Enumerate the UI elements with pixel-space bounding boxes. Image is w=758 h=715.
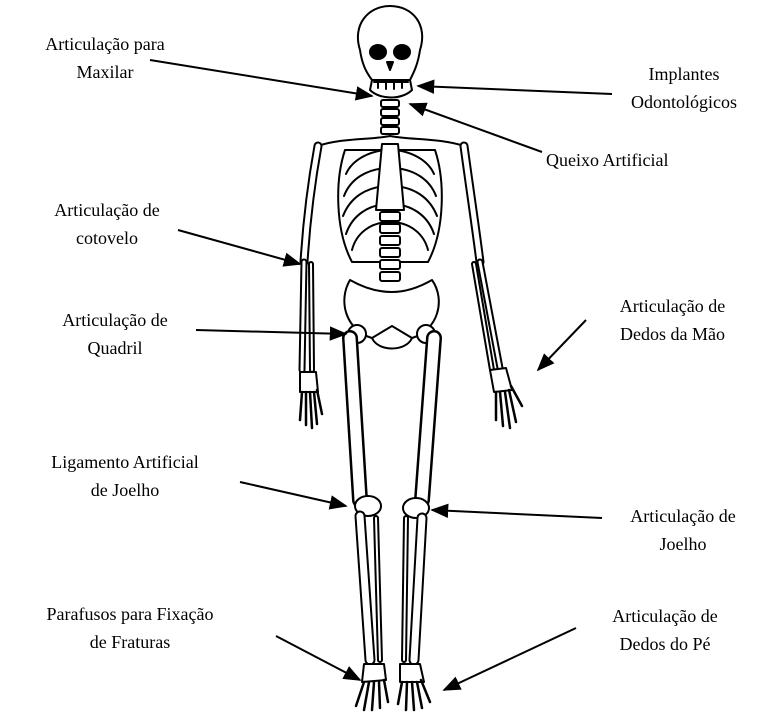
arrow-cotovelo bbox=[178, 230, 300, 264]
label-articulacao-cotovelo: Articulação de cotovelo bbox=[22, 196, 192, 252]
label-line: Articulação de bbox=[40, 306, 190, 334]
arrow-quadril bbox=[196, 330, 346, 334]
label-line: Articulação de bbox=[22, 196, 192, 224]
label-line: Ligamento Artificial bbox=[20, 448, 230, 476]
skull bbox=[358, 6, 422, 98]
label-line: Articulação de bbox=[585, 602, 745, 630]
label-line: Joelho bbox=[608, 530, 758, 558]
arrow-dedos-mao bbox=[538, 320, 586, 370]
label-line: Dedos do Pé bbox=[585, 630, 745, 658]
label-line: de Joelho bbox=[20, 476, 230, 504]
label-articulacao-quadril: Articulação de Quadril bbox=[40, 306, 190, 362]
label-line: Articulação para bbox=[10, 30, 200, 58]
label-articulacao-joelho: Articulação de Joelho bbox=[608, 502, 758, 558]
right-clavicle bbox=[390, 136, 464, 146]
label-parafusos-fixacao-fraturas: Parafusos para Fixação de Fraturas bbox=[10, 600, 250, 656]
label-line: Maxilar bbox=[10, 58, 200, 86]
arrow-joelho bbox=[432, 510, 602, 518]
arrow-parafusos bbox=[276, 636, 360, 680]
label-line: Queixo Artificial bbox=[546, 146, 746, 174]
label-articulacao-maxilar: Articulação para Maxilar bbox=[10, 30, 200, 86]
label-line: Quadril bbox=[40, 334, 190, 362]
right-arm bbox=[464, 146, 522, 428]
label-line: Articulação de bbox=[608, 502, 758, 530]
arrow-queixo bbox=[410, 104, 542, 152]
arrow-ligamento-joelho bbox=[240, 482, 346, 506]
label-line: Parafusos para Fixação bbox=[10, 600, 250, 628]
label-line: Odontológicos bbox=[614, 88, 754, 116]
pelvis bbox=[344, 280, 438, 349]
label-line: de Fraturas bbox=[10, 628, 250, 656]
left-clavicle bbox=[318, 136, 390, 146]
left-arm bbox=[300, 146, 322, 428]
label-articulacao-dedos-mao: Articulação de Dedos da Mão bbox=[595, 292, 750, 348]
cervical-spine bbox=[381, 100, 399, 134]
label-line: cotovelo bbox=[22, 224, 192, 252]
label-implantes-odontologicos: Implantes Odontológicos bbox=[614, 60, 754, 116]
right-leg bbox=[398, 338, 434, 710]
label-line: Dedos da Mão bbox=[595, 320, 750, 348]
arrow-implantes bbox=[418, 86, 612, 94]
label-articulacao-dedos-pe: Articulação de Dedos do Pé bbox=[585, 602, 745, 658]
label-line: Implantes bbox=[614, 60, 754, 88]
arrow-dedos-pe bbox=[444, 628, 576, 690]
label-line: Articulação de bbox=[595, 292, 750, 320]
skeleton-figure bbox=[300, 6, 522, 710]
label-queixo-artificial: Queixo Artificial bbox=[546, 146, 746, 174]
label-ligamento-artificial-joelho: Ligamento Artificial de Joelho bbox=[20, 448, 230, 504]
left-leg bbox=[350, 338, 388, 710]
